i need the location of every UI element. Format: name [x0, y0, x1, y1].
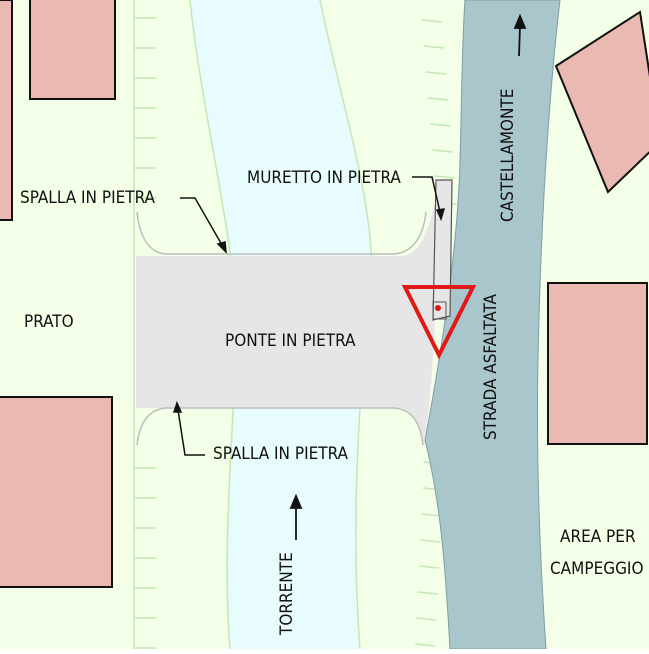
- label-castellamonte: CASTELLAMONTE: [498, 89, 518, 222]
- embankment-tick: [434, 175, 455, 179]
- embankment-tick: [420, 539, 441, 543]
- label-prato: PRATO: [24, 312, 74, 332]
- embankment-tick: [423, 45, 444, 49]
- embankment-ticks-left: [134, 17, 156, 649]
- stone-wall-marker: [432, 301, 447, 320]
- stone-wall: [432, 179, 453, 321]
- building-top-right: [554, 10, 649, 194]
- label-area-line2: CAMPEGGIO: [550, 559, 643, 579]
- embankment-tick: [417, 591, 438, 595]
- embankment-tick: [430, 123, 451, 127]
- embankment-tick: [416, 617, 437, 621]
- label-area-line1: AREA PER: [560, 527, 636, 547]
- embankment-tick: [418, 565, 440, 569]
- label-ponte: PONTE IN PIETRA: [225, 331, 356, 351]
- yield-sign-icon: [401, 285, 477, 360]
- embankment-tick: [421, 19, 442, 23]
- bridge-abutment-top-curve: [136, 211, 427, 255]
- embankment-tick: [428, 97, 449, 101]
- embankment-tick: [432, 149, 453, 153]
- label-spalla-top: SPALLA IN PIETRA: [20, 188, 156, 208]
- stone-bridge: [136, 190, 438, 450]
- building-mid-right: [547, 282, 648, 445]
- bridge-abutment-bottom-curve: [136, 407, 424, 446]
- north-arrow-river-icon: [289, 493, 303, 540]
- label-muretto: MURETTO IN PIETRA: [247, 168, 401, 188]
- label-strada: STRADA ASFALTATA: [481, 294, 501, 440]
- label-torrente: TORRENTE: [277, 552, 297, 636]
- leader-muretto: [412, 176, 446, 222]
- north-arrow-road-icon: [513, 13, 527, 57]
- label-spalla-bottom: SPALLA IN PIETRA: [213, 444, 349, 464]
- building-top-left: [29, 0, 116, 100]
- building-top-left-edge: [0, 0, 13, 221]
- embankment-tick: [421, 513, 442, 517]
- embankment-tick: [425, 71, 447, 75]
- embankment-tick: [415, 643, 436, 647]
- asphalt-road: [424, 0, 561, 650]
- leader-spalla-bottom: [172, 400, 205, 456]
- leader-spalla-top: [180, 197, 227, 255]
- building-bottom-left: [0, 396, 113, 588]
